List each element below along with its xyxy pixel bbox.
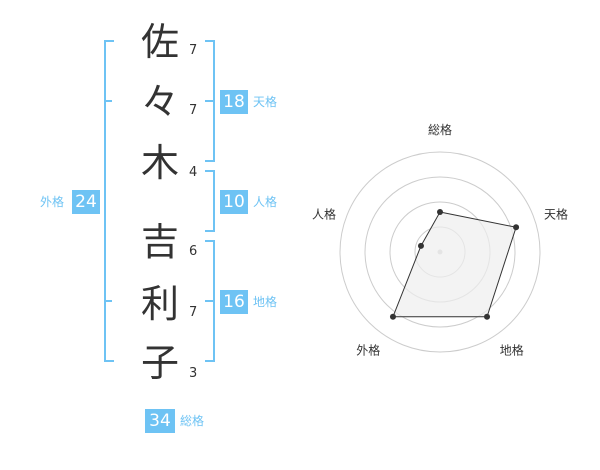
stroke-count-2: 7 — [189, 103, 198, 118]
radar-point-2 — [484, 313, 491, 320]
jinkaku-badge: 10 — [220, 190, 248, 214]
radar-axis-label-4: 人格 — [312, 206, 336, 221]
chikaku-bracket — [205, 240, 215, 362]
radar-ring-4 — [339, 151, 541, 353]
chikaku-label: 地格 — [253, 295, 278, 309]
name-char-5: 利 — [140, 282, 179, 326]
jinkaku-label: 人格 — [253, 195, 278, 209]
gaikaku-tick-2 — [104, 300, 112, 302]
stroke-count-4: 6 — [189, 244, 198, 259]
jinkaku-bracket — [205, 170, 215, 232]
stroke-count-3: 4 — [189, 165, 198, 180]
chikaku-badge: 16 — [220, 290, 248, 314]
radar-polygon — [392, 211, 517, 318]
radar-axis-label-2: 地格 — [500, 343, 524, 358]
gaikaku-badge: 24 — [72, 190, 100, 214]
tenkaku-label: 天格 — [253, 95, 278, 109]
name-char-3: 木 — [140, 141, 179, 185]
name-char-6: 子 — [140, 341, 179, 385]
tenkaku-bracket — [205, 40, 215, 162]
radar-point-0 — [437, 209, 443, 215]
soukaku-label: 総格 — [180, 414, 205, 428]
radar-point-3 — [389, 313, 396, 320]
radar-axis-label-0: 総格 — [428, 122, 452, 137]
stroke-count-6: 3 — [189, 366, 198, 381]
gaikaku-label: 外格 — [40, 195, 65, 209]
soukaku-badge: 34 — [145, 409, 175, 433]
name-char-2: 々 — [140, 80, 179, 124]
stroke-count-1: 7 — [189, 43, 198, 58]
name-char-4: 吉 — [140, 220, 179, 264]
chikaku-tick — [205, 300, 213, 302]
gaikaku-bracket — [104, 40, 114, 362]
tenkaku-badge: 18 — [220, 90, 248, 114]
radar-axis-label-3: 外格 — [356, 343, 380, 358]
tenkaku-tick — [205, 100, 213, 102]
name-char-1: 佐 — [140, 20, 179, 64]
radar-ring-3 — [364, 176, 516, 328]
radar-point-4 — [417, 242, 424, 249]
gaikaku-tick-1 — [104, 100, 112, 102]
radar-point-1 — [513, 224, 520, 231]
stroke-count-5: 7 — [189, 305, 198, 320]
radar-axis-label-1: 天格 — [544, 206, 568, 221]
